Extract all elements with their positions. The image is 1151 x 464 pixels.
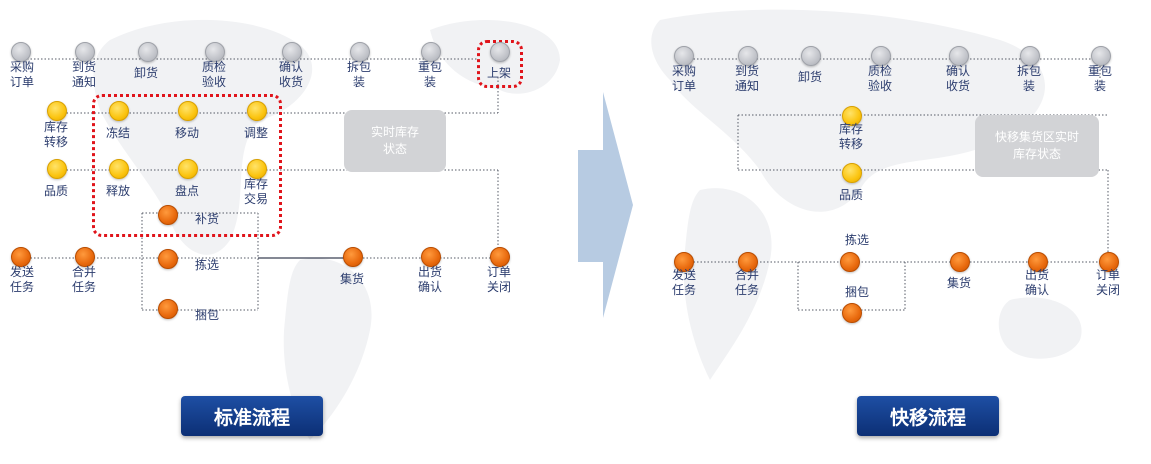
standard-grid-node-2 (178, 101, 198, 121)
quick-top-label-1: 采购 订单 (671, 64, 696, 93)
quick-bottom-label-5: 集货 (946, 276, 971, 290)
quick-inventory-status-box: 快移集货区实时 库存状态 (975, 115, 1099, 177)
standard-bottom-label-6: 出货 确认 (417, 265, 442, 294)
standard-inventory-status-box: 实时库存 状态 (344, 110, 446, 172)
quick-bottom-node-3 (840, 252, 860, 272)
quick-top-node-1 (674, 46, 694, 66)
quick-top-label-5: 确认 收货 (945, 64, 970, 93)
standard-top-node-2 (75, 42, 95, 62)
standard-top-node-3 (138, 42, 158, 62)
quick-bottom-node-1 (674, 252, 694, 272)
standard-top-node-8 (490, 42, 510, 62)
standard-top-label-4: 质检 验收 (201, 60, 226, 89)
standard-grid-label-4: 释放 (105, 184, 130, 198)
quick-top-label-7: 重包 装 (1087, 64, 1112, 93)
quick-bottom-label-7: 订单 关闭 (1095, 268, 1120, 297)
standard-grid-node-4 (109, 159, 129, 179)
standard-bottom-label-5: 集货 (339, 272, 364, 286)
quick-top-node-5 (949, 46, 969, 66)
quick-bottom-node-7 (1099, 252, 1119, 272)
standard-inventory-ops-highlight (92, 94, 282, 237)
standard-bottom-node-2 (75, 247, 95, 267)
quick-bottom-node-5 (950, 252, 970, 272)
standard-grid-node-6 (247, 159, 267, 179)
standard-top-node-1 (11, 42, 31, 62)
standard-top-label-1: 采购 订单 (9, 60, 34, 89)
quick-top-label-4: 质检 验收 (867, 64, 892, 93)
standard-bottom-label-7: 订单 关闭 (486, 265, 511, 294)
standard-top-label-2: 到货 通知 (71, 60, 96, 89)
quick-middle-node-2 (842, 163, 862, 183)
standard-top-node-6 (350, 42, 370, 62)
standard-bottom-node-4 (158, 299, 178, 319)
standard-top-label-8: 上架 (486, 66, 511, 80)
quick-bottom-node-2 (738, 252, 758, 272)
standard-grid-node-3 (247, 101, 267, 121)
standard-top-node-5 (282, 42, 302, 62)
quick-top-label-3: 卸货 (797, 70, 822, 84)
standard-grid-label-3: 调整 (243, 126, 268, 140)
standard-left-label-2: 品质 (43, 184, 68, 198)
standard-grid-node-1 (109, 101, 129, 121)
standard-bottom-label-3: 拣选 (194, 258, 219, 272)
standard-left-label-1: 库存 转移 (43, 120, 68, 149)
standard-flow-title: 标准流程 (181, 396, 323, 436)
quick-bottom-label-3: 拣选 (844, 233, 869, 247)
standard-grid-label-2: 移动 (174, 126, 199, 140)
standard-left-node-1 (47, 101, 67, 121)
quick-bottom-label-1: 发送 任务 (671, 268, 696, 297)
quick-top-label-2: 到货 通知 (734, 64, 759, 93)
quick-top-node-7 (1091, 46, 1111, 66)
standard-shelving-highlight (477, 40, 523, 88)
standard-top-label-6: 拆包 装 (346, 60, 371, 89)
quick-top-node-3 (801, 46, 821, 66)
standard-bottom-label-2: 合并 任务 (71, 265, 96, 294)
standard-bottom-node-1 (11, 247, 31, 267)
standard-top-label-7: 重包 装 (417, 60, 442, 89)
standard-bottom-node-3 (158, 249, 178, 269)
quick-middle-node-1 (842, 106, 862, 126)
quick-top-node-4 (871, 46, 891, 66)
standard-grid-label-1: 冻结 (105, 126, 130, 140)
standard-grid-node-5 (178, 159, 198, 179)
standard-replenish-label: 补货 (194, 212, 219, 226)
standard-top-node-4 (205, 42, 225, 62)
standard-bottom-label-4: 捆包 (194, 308, 219, 322)
quick-bottom-node-6 (1028, 252, 1048, 272)
standard-bottom-node-7 (490, 247, 510, 267)
quick-bottom-label-2: 合并 任务 (734, 268, 759, 297)
standard-top-label-5: 确认 收货 (278, 60, 303, 89)
standard-top-label-3: 卸货 (133, 66, 158, 80)
standard-bottom-node-6 (421, 247, 441, 267)
quick-bottom-label-4: 捆包 (844, 285, 869, 299)
quick-middle-label-1: 库存 转移 (838, 122, 863, 151)
standard-replenish-node (158, 205, 178, 225)
quick-bottom-node-4 (842, 303, 862, 323)
quick-top-node-2 (738, 46, 758, 66)
standard-left-node-2 (47, 159, 67, 179)
quick-top-label-6: 拆包 装 (1016, 64, 1041, 93)
standard-grid-label-5: 盘点 (174, 184, 199, 198)
quick-bottom-label-6: 出货 确认 (1024, 268, 1049, 297)
quick-flow-title: 快移流程 (857, 396, 999, 436)
standard-bottom-label-1: 发送 任务 (9, 265, 34, 294)
quick-middle-label-2: 品质 (838, 188, 863, 202)
quick-top-node-6 (1020, 46, 1040, 66)
standard-top-node-7 (421, 42, 441, 62)
standard-grid-label-6: 库存 交易 (243, 177, 268, 206)
standard-bottom-node-5 (343, 247, 363, 267)
